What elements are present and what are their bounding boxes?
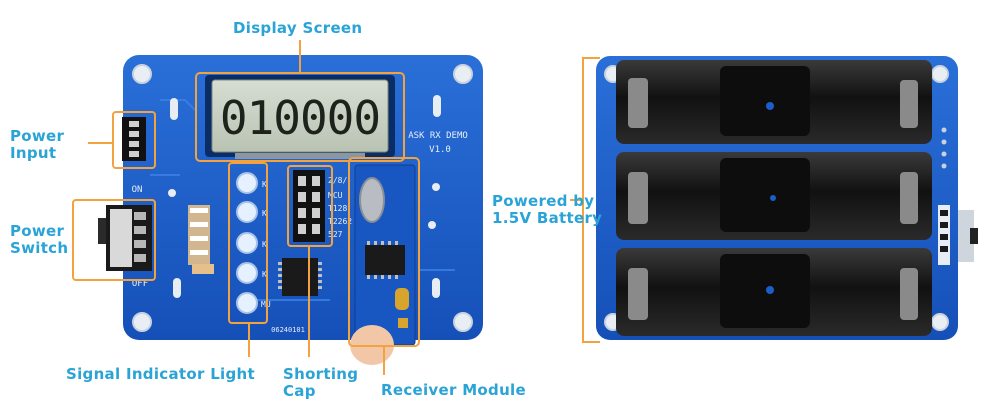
receiver-board: 010000 ASK RX DEMO V1.0 [98, 55, 483, 365]
receiver-module-part [350, 164, 416, 365]
battery-holder-2 [616, 152, 932, 240]
jumper-label-4: T2262 [328, 217, 352, 226]
callout-frames [72, 40, 600, 375]
led-label-3: K [262, 240, 267, 249]
label-power-input-line1: Power [10, 127, 65, 145]
frame-power-switch [72, 199, 156, 281]
jumper-label-5: 527 [328, 230, 343, 239]
crystal [359, 177, 385, 223]
board-version: V1.0 [429, 145, 451, 155]
label-shorting-cap: Shorting Cap [283, 366, 358, 400]
battery-board [596, 56, 978, 340]
label-power-switch-line2: Switch [10, 239, 69, 257]
label-shorting-cap-line1: Shorting [283, 365, 359, 383]
label-battery-line2: 1.5V Battery [492, 209, 603, 227]
jumper-label-3: T128 [328, 204, 347, 213]
power-switch-part [98, 205, 152, 271]
lcd-display: 010000 [205, 75, 395, 159]
pcb-traces [150, 99, 455, 301]
battery-holder-3 [616, 248, 932, 336]
jumper-label-2: MCU [328, 191, 343, 200]
switch-on-label: ON [132, 185, 143, 195]
switch-off-label: OFF [132, 279, 148, 289]
frame-power-input [112, 111, 156, 169]
mcu-chip [278, 258, 322, 296]
board-title: ASK RX DEMO [408, 131, 468, 141]
board-serial: 06240101 [271, 326, 305, 334]
led-label-1: K [262, 180, 267, 189]
pad-markers [168, 95, 441, 298]
label-power-input-line2: Input [10, 144, 57, 162]
label-battery-line1: Powered by [492, 192, 595, 210]
label-powered-by-battery: Powered by 1.5V Battery [492, 193, 602, 227]
led-column [236, 172, 258, 314]
battery-holder-1 [616, 60, 932, 144]
led-label-4: K [262, 270, 267, 279]
label-receiver-module: Receiver Module [381, 381, 526, 399]
label-display-screen: Display Screen [233, 19, 363, 37]
label-power-switch: Power Switch [10, 223, 68, 257]
led-label-2: K [262, 209, 267, 218]
label-power-switch-line1: Power [10, 222, 65, 240]
led-label-5: MU [261, 300, 271, 309]
label-signal-indicator-light: Signal Indicator Light [66, 365, 255, 383]
lcd-digits: 010000 [220, 91, 380, 145]
power-input-header [122, 117, 146, 161]
jumper-label-1: 2/8/ [328, 176, 347, 185]
frame-battery-bracket [582, 57, 600, 343]
mounting-holes [132, 64, 473, 332]
label-power-input: Power Input [10, 128, 64, 162]
resistor-array [188, 205, 214, 274]
jumper-block [293, 170, 325, 242]
label-shorting-cap-line2: Cap [283, 382, 316, 400]
